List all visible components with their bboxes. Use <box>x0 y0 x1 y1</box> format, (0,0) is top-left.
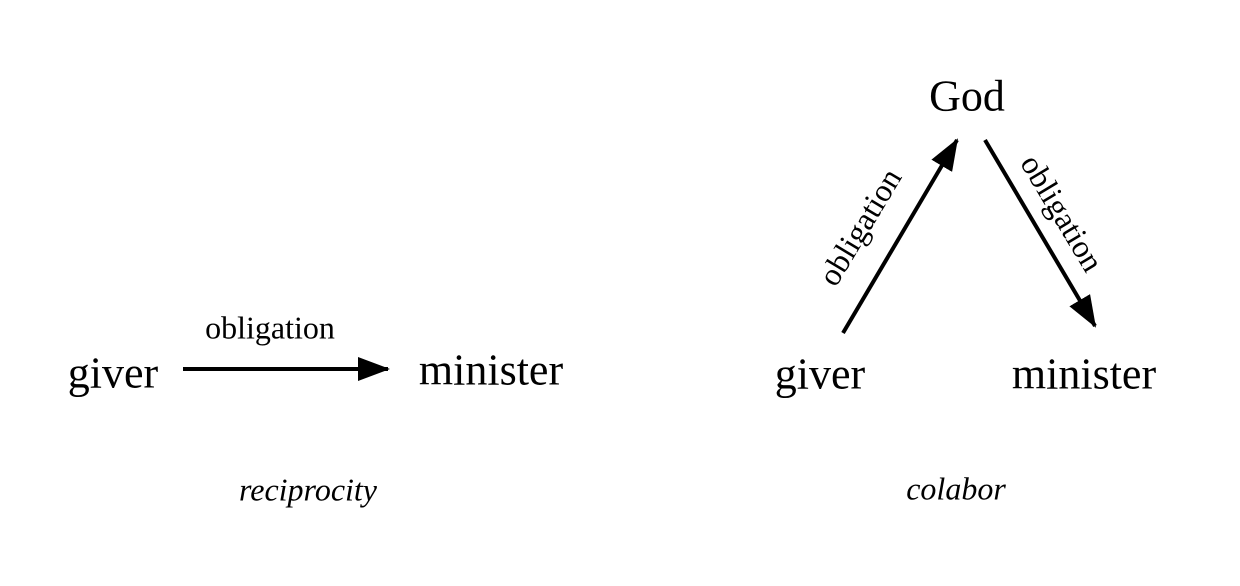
obligation-edge-label: obligation <box>205 309 335 346</box>
obligation-edge-label-left: obligation <box>810 161 909 292</box>
god-label: God <box>929 71 1005 121</box>
giver-label: giver <box>774 349 866 399</box>
colabor-caption: colabor <box>906 470 1006 507</box>
obligation-edge-label-right: obligation <box>1013 147 1112 278</box>
reciprocity-caption: reciprocity <box>238 471 378 508</box>
giver-label: giver <box>67 348 159 398</box>
minister-label: minister <box>418 345 564 395</box>
minister-label: minister <box>1011 349 1157 399</box>
